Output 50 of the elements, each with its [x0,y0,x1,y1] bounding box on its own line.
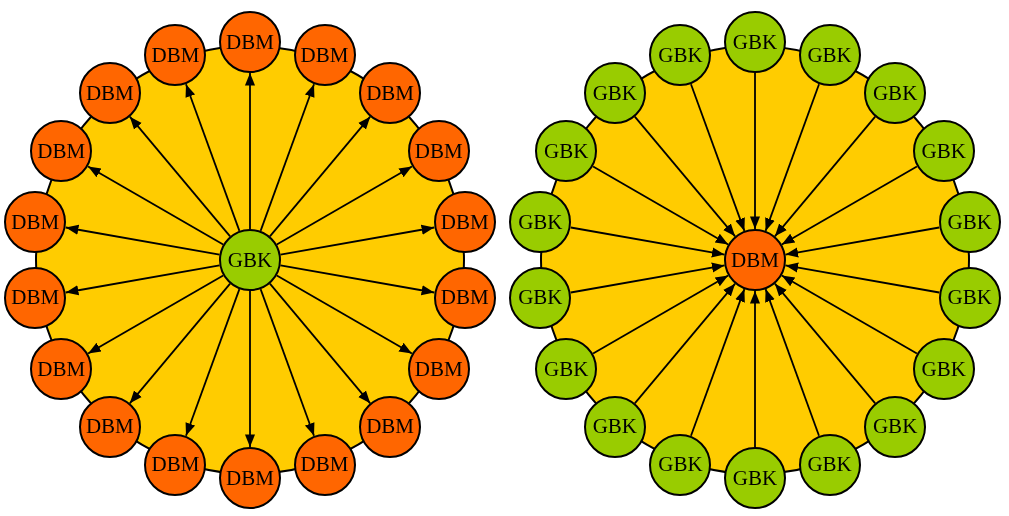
arrow [185,288,241,437]
arrow [244,72,256,230]
circle-node: DBM [144,24,207,87]
circle-node: GBK [724,11,786,73]
circle-node: DBM [4,266,67,329]
arrow [592,165,730,246]
circle-node: DBM [4,191,67,254]
arrow [275,274,413,355]
arrow [780,165,918,246]
circle-node: GBK [509,191,572,254]
arrow [749,290,761,448]
arrow [633,115,736,238]
arrow [269,115,372,238]
circle-node: GBK [724,447,786,509]
arrow [780,274,918,355]
circle-node: GBK [219,229,281,291]
arrow [128,115,231,238]
arrow [774,115,877,238]
circle-node: DBM [219,447,281,509]
arrow [774,282,877,405]
circle-node: DBM [724,229,786,291]
arrow [64,224,221,256]
circle-node: DBM [219,11,281,73]
arrow [128,282,231,405]
circle-node: GBK [509,266,572,329]
arrow [633,282,736,405]
arrow [784,262,941,294]
arrow [275,165,413,246]
circle-node: GBK [798,24,861,87]
arrow [279,264,436,296]
circle-node: DBM [293,24,356,87]
arrow [784,226,941,258]
arrow [764,288,820,437]
arrow [279,224,436,256]
arrow [244,290,256,448]
arrow [259,83,315,232]
arrow [259,288,315,437]
arrow [764,83,820,232]
arrow [690,288,746,437]
circle-node: GBK [649,24,712,87]
arrow [690,83,746,232]
arrow [87,165,225,246]
arrow [592,274,730,355]
arrow [269,282,372,405]
arrow [87,274,225,355]
arrow [749,72,761,230]
arrow [64,264,221,296]
arrow [569,226,726,258]
arrow [185,83,241,232]
arrow [569,262,726,294]
